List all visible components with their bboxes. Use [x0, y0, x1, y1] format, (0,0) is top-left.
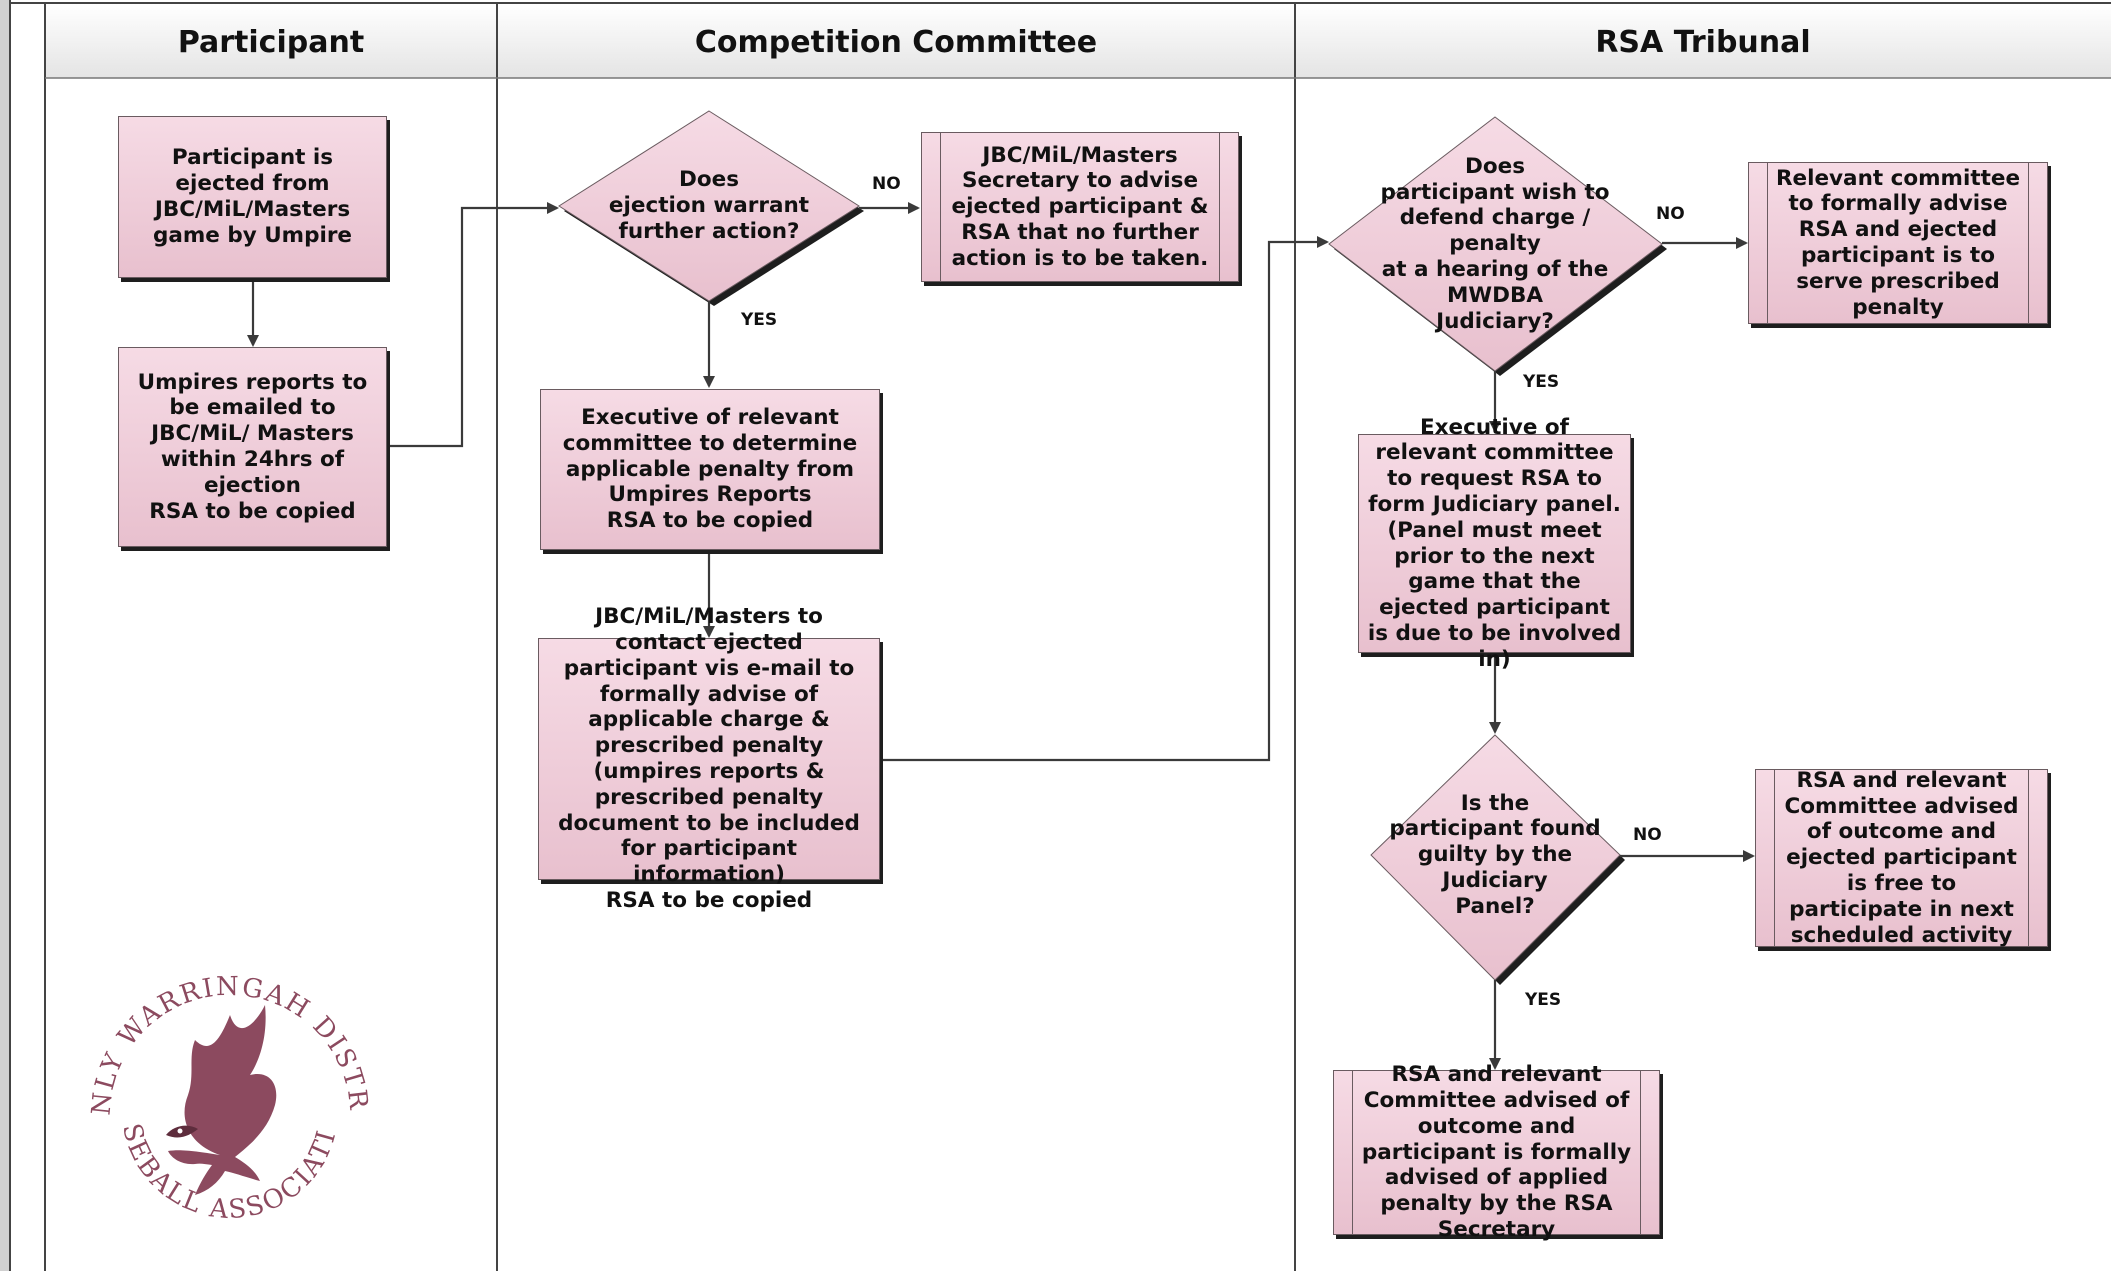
connector-arrow — [880, 236, 1329, 762]
lane-header-rsa-tribunal: RSA Tribunal — [1595, 24, 1811, 60]
edge-label-no: NO — [1633, 825, 1662, 845]
node-applied-penalty: RSA and relevant Committee advised of ou… — [1333, 1062, 1660, 1242]
left-margin-strip — [0, 0, 10, 1271]
node-serve-penalty: Relevant committee to formally advise RS… — [1748, 162, 2048, 324]
lane-header-participant: Participant — [177, 24, 365, 60]
edge-label-yes: YES — [741, 310, 778, 330]
edge-label-yes: YES — [1523, 372, 1560, 392]
decision-defend-text: Does participant wish to defend charge /… — [1380, 153, 1610, 334]
eagle-icon — [166, 1005, 277, 1195]
header-band — [45, 4, 2111, 78]
node-free-to-participate: RSA and relevant Committee advised of ou… — [1755, 768, 2048, 948]
node-no-further-action: JBC/MiL/Masters Secretary to advise ejec… — [921, 132, 1239, 282]
mwdba-logo: MANLY WARRINGAH DISTRICT BASEBALL ASSOCI… — [70, 945, 371, 1225]
node-determine-penalty: Executive of relevant committee to deter… — [540, 389, 880, 550]
edge-label-no: NO — [872, 174, 901, 194]
decision-warrant-text: Does ejection warrant further action? — [608, 167, 810, 244]
node-contact-participant: JBC/MiL/Masters to contact ejected parti… — [538, 604, 880, 913]
edge-label-yes: YES — [1525, 990, 1562, 1010]
node-umpire-reports: Umpires reports to be emailed to JBC/MiL… — [118, 347, 387, 547]
lane-header-competition-committee: Competition Committee — [694, 24, 1098, 60]
node-form-judiciary-panel: Executive of relevant committee to reque… — [1358, 415, 1631, 672]
node-participant-ejected: Participant is ejected from JBC/MiL/Mast… — [118, 116, 387, 278]
connector-arrow — [383, 202, 559, 448]
edge-label-no: NO — [1656, 204, 1685, 224]
decision-guilty-text: Is the participant found guilty by the J… — [1389, 790, 1601, 919]
